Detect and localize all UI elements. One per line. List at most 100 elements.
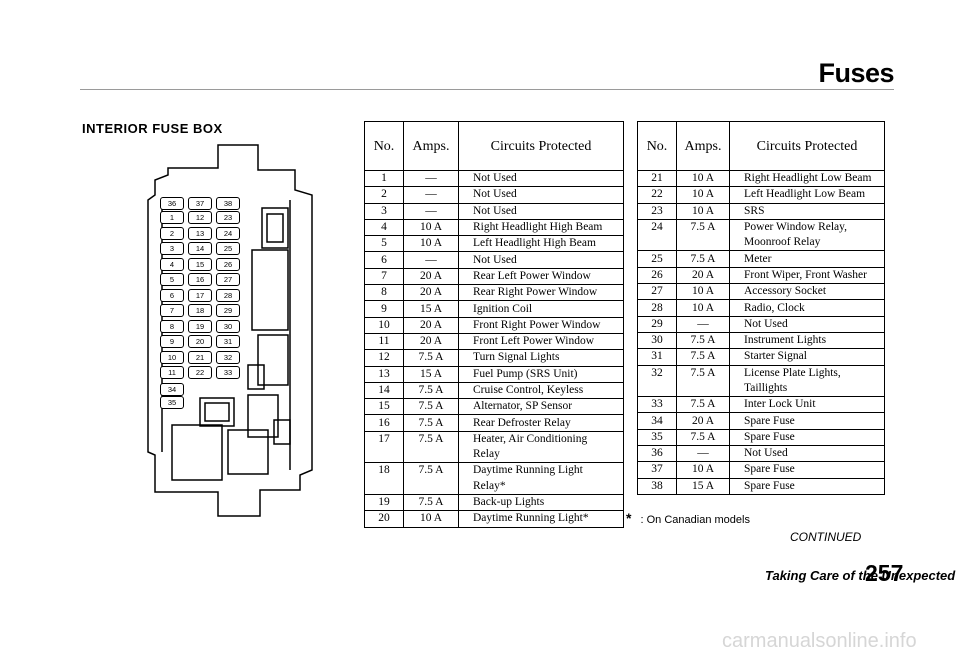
- section-title: INTERIOR FUSE BOX: [82, 121, 223, 136]
- table-row: 3—Not Used: [364, 202, 624, 220]
- header-rule: [80, 89, 894, 90]
- fuse-circuit: Rear Defroster Relay: [458, 414, 624, 432]
- fuse-number: [637, 235, 677, 252]
- fuse-amps: 15 A: [403, 300, 459, 318]
- fuse-circuit: Alternator, SP Sensor: [458, 398, 624, 416]
- footnote-text: : On Canadian models: [640, 514, 750, 526]
- fuse-slot-label: 15: [188, 257, 212, 271]
- fuse-circuit: License Plate Lights,: [729, 364, 885, 381]
- fuse-number: [364, 447, 404, 464]
- fuse-circuit: Not Used: [458, 251, 624, 269]
- fuse-slot-label: 18: [188, 304, 212, 317]
- fuse-slot-label: 33: [216, 366, 240, 379]
- fuse-amps: 7.5 A: [403, 430, 459, 448]
- fuse-number: 15: [364, 398, 404, 416]
- fuse-amps: 20 A: [676, 266, 730, 285]
- fuse-amps: 20 A: [676, 412, 730, 430]
- fuse-amps: 7.5 A: [403, 414, 459, 432]
- header-no: No.: [637, 121, 677, 171]
- fuse-slot-label: 5: [160, 273, 184, 286]
- fuse-circuit: Taillights: [729, 380, 885, 398]
- fuse-circuit: Accessory Socket: [729, 283, 885, 301]
- fuse-amps: 10 A: [676, 461, 730, 479]
- fuse-circuit: Spare Fuse: [729, 461, 885, 479]
- fuse-amps: —: [676, 445, 730, 463]
- fuse-circuit: Meter: [729, 250, 885, 268]
- fuse-amps: 7.5 A: [403, 398, 459, 416]
- table-row: 1—Not Used: [364, 169, 624, 188]
- fuse-slot-label: 6: [160, 288, 184, 302]
- fuse-number: 2: [364, 186, 404, 204]
- fuse-slot-label: 30: [216, 319, 240, 333]
- fuse-slot-label: 11: [160, 366, 184, 379]
- header-amps: Amps.: [676, 121, 730, 171]
- fuse-slot-label: 29: [216, 304, 240, 317]
- fuse-circuit: Power Window Relay,: [729, 218, 885, 236]
- fuse-amps: 7.5 A: [403, 349, 459, 367]
- fuse-number: 12: [364, 349, 404, 367]
- fuse-amps: 10 A: [676, 169, 730, 188]
- fuse-slot-label: 36: [160, 197, 184, 210]
- fuse-circuit: Daytime Running Light*: [458, 510, 624, 528]
- fuse-circuit: Not Used: [729, 315, 885, 333]
- fuse-circuit: Front Wiper, Front Washer: [729, 266, 885, 285]
- fuse-slot-label: 25: [216, 242, 240, 255]
- fuse-slot-label: 31: [216, 335, 240, 348]
- fuse-amps: 7.5 A: [403, 381, 459, 400]
- fuse-amps: 7.5 A: [676, 218, 730, 236]
- table-row: Moonroof Relay: [637, 235, 885, 252]
- fuse-number: 1: [364, 169, 404, 188]
- fuse-number: 3: [364, 202, 404, 220]
- fuse-amps: 20 A: [403, 267, 459, 286]
- fuse-number: 13: [364, 365, 404, 383]
- fuse-amps: 7.5 A: [676, 428, 730, 447]
- fuse-amps: [403, 447, 459, 464]
- fuse-circuit: Turn Signal Lights: [458, 349, 624, 367]
- fuse-circuit: Ignition Coil: [458, 300, 624, 318]
- fuse-slot-label: 10: [160, 350, 184, 364]
- fuse-slot-label: 13: [188, 226, 212, 240]
- fuse-circuit: SRS: [729, 202, 885, 220]
- fuse-number: 21: [637, 169, 677, 188]
- footnote: * : On Canadian models: [626, 510, 750, 526]
- fuse-amps: 7.5 A: [403, 462, 459, 479]
- fuse-slot-label: 7: [160, 304, 184, 317]
- fuse-slot-label: 35: [160, 396, 184, 409]
- header-no: No.: [364, 121, 404, 171]
- fuse-slot-label: 34: [160, 383, 184, 396]
- fuse-amps: 10 A: [403, 510, 459, 528]
- fuse-number: 27: [637, 283, 677, 301]
- fuse-number: 19: [364, 493, 404, 512]
- fuse-amps: 10 A: [676, 283, 730, 301]
- fuse-circuit: Left Headlight High Beam: [458, 235, 624, 253]
- continued-label: CONTINUED: [790, 530, 862, 544]
- fuse-amps: 20 A: [403, 316, 459, 334]
- fuse-circuit: Cruise Control, Keyless: [458, 381, 624, 400]
- fuse-number: 17: [364, 430, 404, 448]
- fuse-slot-label: 12: [188, 211, 212, 224]
- fuse-slot-label: 20: [188, 335, 212, 348]
- fuse-amps: 10 A: [403, 235, 459, 253]
- page-header-title: Fuses: [818, 58, 894, 88]
- fuse-amps: 15 A: [676, 477, 730, 495]
- table-row: Relay: [364, 447, 624, 464]
- fuse-number: 22: [637, 186, 677, 204]
- fuse-circuit: Left Headlight Low Beam: [729, 186, 885, 204]
- fuse-number: 37: [637, 461, 677, 479]
- fuse-amps: 15 A: [403, 365, 459, 383]
- fuse-amps: 7.5 A: [403, 493, 459, 512]
